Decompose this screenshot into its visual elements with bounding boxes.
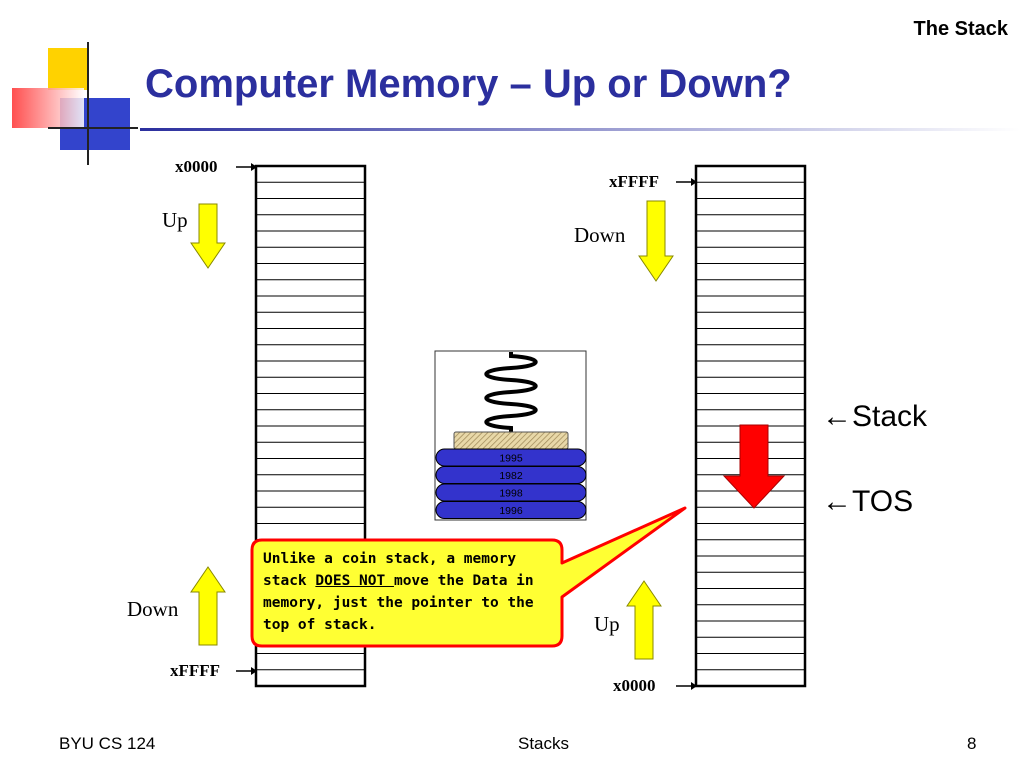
slide-title: Computer Memory – Up or Down? bbox=[145, 62, 792, 106]
right-down-arrow-icon bbox=[638, 200, 674, 282]
right-top-address: xFFFF bbox=[609, 172, 660, 191]
right-bottom-address: x0000 bbox=[613, 676, 656, 695]
coin-year-label: 1996 bbox=[499, 505, 523, 517]
header-label: The Stack bbox=[913, 18, 1008, 40]
logo-decoration bbox=[12, 42, 138, 165]
left-bottom-address: xFFFF bbox=[170, 661, 221, 680]
callout-text: Unlike a coin stack, a memory stack DOES… bbox=[263, 551, 534, 633]
spring-icon bbox=[484, 352, 538, 433]
coin bbox=[435, 501, 587, 519]
right-bottom-pointer-arrow bbox=[676, 682, 697, 690]
footer-course: BYU CS 124 bbox=[59, 734, 156, 753]
callout-bubble bbox=[250, 506, 687, 648]
right-memory-column bbox=[694, 164, 807, 688]
footer-topic: Stacks bbox=[518, 734, 570, 753]
left-up-arrow-icon bbox=[190, 566, 226, 646]
coin-year-label: 1982 bbox=[499, 470, 523, 482]
callout-emphasis: DOES NOT bbox=[315, 573, 394, 589]
right-top-direction: Down bbox=[574, 223, 626, 247]
page-number: 8 bbox=[967, 734, 977, 753]
tos-label: ←TOS bbox=[822, 485, 914, 518]
tos-red-arrow-icon bbox=[722, 424, 786, 509]
left-down-arrow-icon bbox=[190, 203, 226, 269]
right-up-arrow-icon bbox=[626, 580, 662, 660]
coin-stack-illustration: 1995 1982 1998 1996 bbox=[434, 350, 587, 521]
left-memory-column bbox=[254, 164, 367, 688]
left-top-address: x0000 bbox=[175, 157, 218, 176]
stack-label: ←Stack bbox=[822, 400, 928, 433]
left-bottom-direction: Down bbox=[127, 597, 179, 621]
coin-year-label: 1998 bbox=[499, 488, 523, 500]
left-top-direction: Up bbox=[162, 208, 188, 232]
left-bottom-pointer-arrow bbox=[236, 667, 257, 675]
right-top-pointer-arrow bbox=[676, 178, 697, 186]
left-top-pointer-arrow bbox=[236, 163, 257, 171]
coin-year-label: 1995 bbox=[499, 453, 523, 465]
title-underline bbox=[140, 128, 1020, 131]
right-bottom-direction: Up bbox=[594, 612, 620, 636]
